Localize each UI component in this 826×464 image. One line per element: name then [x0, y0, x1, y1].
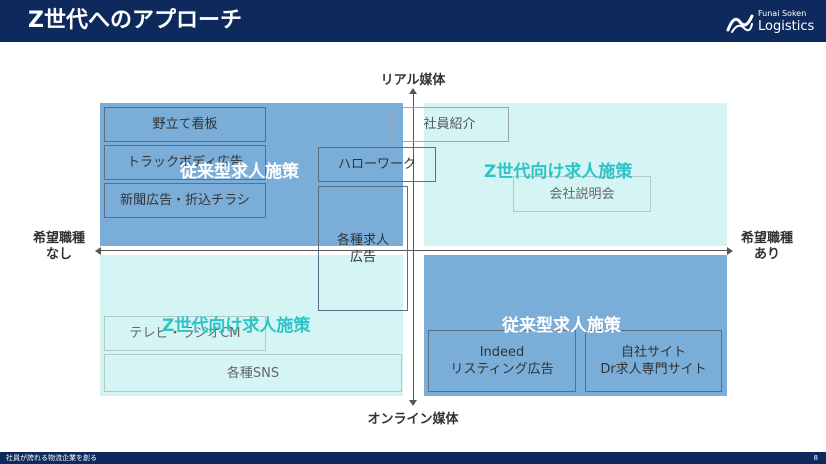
- item-company-site-line2: Dr求人専門サイト: [600, 362, 707, 377]
- page-number: 8: [813, 454, 818, 462]
- item-company-site-line1: 自社サイト: [620, 345, 686, 360]
- quadrant-top-left: [100, 103, 403, 246]
- logo-wave-icon: [726, 14, 754, 33]
- horizontal-axis: [100, 250, 728, 251]
- item-employee-referral: 社員紹介: [390, 107, 509, 142]
- axis-label-top: リアル媒体: [380, 73, 446, 88]
- item-indeed-listing: Indeed リスティング広告: [428, 330, 576, 392]
- arrow-right-icon: [727, 247, 733, 255]
- item-newspaper-ad: 新聞広告・折込チラシ: [104, 183, 266, 218]
- footer-tagline: 社員が誇れる物流企業を創る: [6, 454, 97, 462]
- axis-label-left-line2: なし: [45, 247, 72, 262]
- item-indeed-line1: Indeed: [479, 345, 525, 360]
- axis-label-bottom: オンライン媒体: [367, 412, 459, 427]
- arrow-up-icon: [409, 88, 417, 94]
- item-tv-radio-cm: テレビ・ラジオCM: [104, 316, 266, 351]
- axis-label-left-line1: 希望職種: [32, 231, 85, 246]
- item-job-ads: 各種求人 広告: [318, 186, 408, 311]
- quadrant-label-top-left: 従来型求人施策: [180, 162, 299, 182]
- quadrant-top-right: [424, 103, 727, 246]
- vertical-axis: [413, 93, 414, 403]
- item-hellowork: ハローワーク: [318, 147, 436, 182]
- item-job-ads-line2: 広告: [349, 249, 376, 265]
- company-logo: Funai Soken Logistics: [726, 8, 818, 36]
- quadrant-label-bottom-left: Z世代向け求人施策: [162, 316, 311, 336]
- arrow-down-icon: [409, 400, 417, 406]
- quadrant-label-bottom-right: 従来型求人施策: [502, 316, 621, 336]
- item-job-ads-line1: 各種求人: [336, 232, 389, 248]
- logo-text-big: Logistics: [758, 19, 815, 34]
- item-sns: 各種SNS: [104, 354, 402, 392]
- quadrant-bottom-left: [100, 255, 403, 396]
- item-nodate-kanban: 野立て看板: [104, 107, 266, 142]
- item-indeed-line2: リスティング広告: [450, 362, 554, 377]
- item-company-briefing: 会社説明会: [513, 176, 651, 212]
- footer-bar: 社員が誇れる物流企業を創る 8: [0, 452, 826, 464]
- quadrant-label-top-right: Z世代向け求人施策: [484, 162, 633, 182]
- logo-text-small: Funai Soken: [758, 9, 807, 18]
- item-company-site: 自社サイト Dr求人専門サイト: [585, 330, 722, 392]
- axis-label-right-line2: あり: [753, 247, 780, 262]
- axis-label-right-line1: 希望職種: [740, 231, 793, 246]
- header-bar: Z世代へのアプローチ Funai Soken Logistics: [0, 0, 826, 42]
- page-title: Z世代へのアプローチ: [28, 8, 242, 33]
- axis-label-left: 希望職種 なし: [24, 231, 94, 263]
- axis-label-right: 希望職種 あり: [732, 231, 802, 263]
- arrow-left-icon: [95, 247, 101, 255]
- item-truck-body-ad: トラックボディ広告: [104, 145, 266, 180]
